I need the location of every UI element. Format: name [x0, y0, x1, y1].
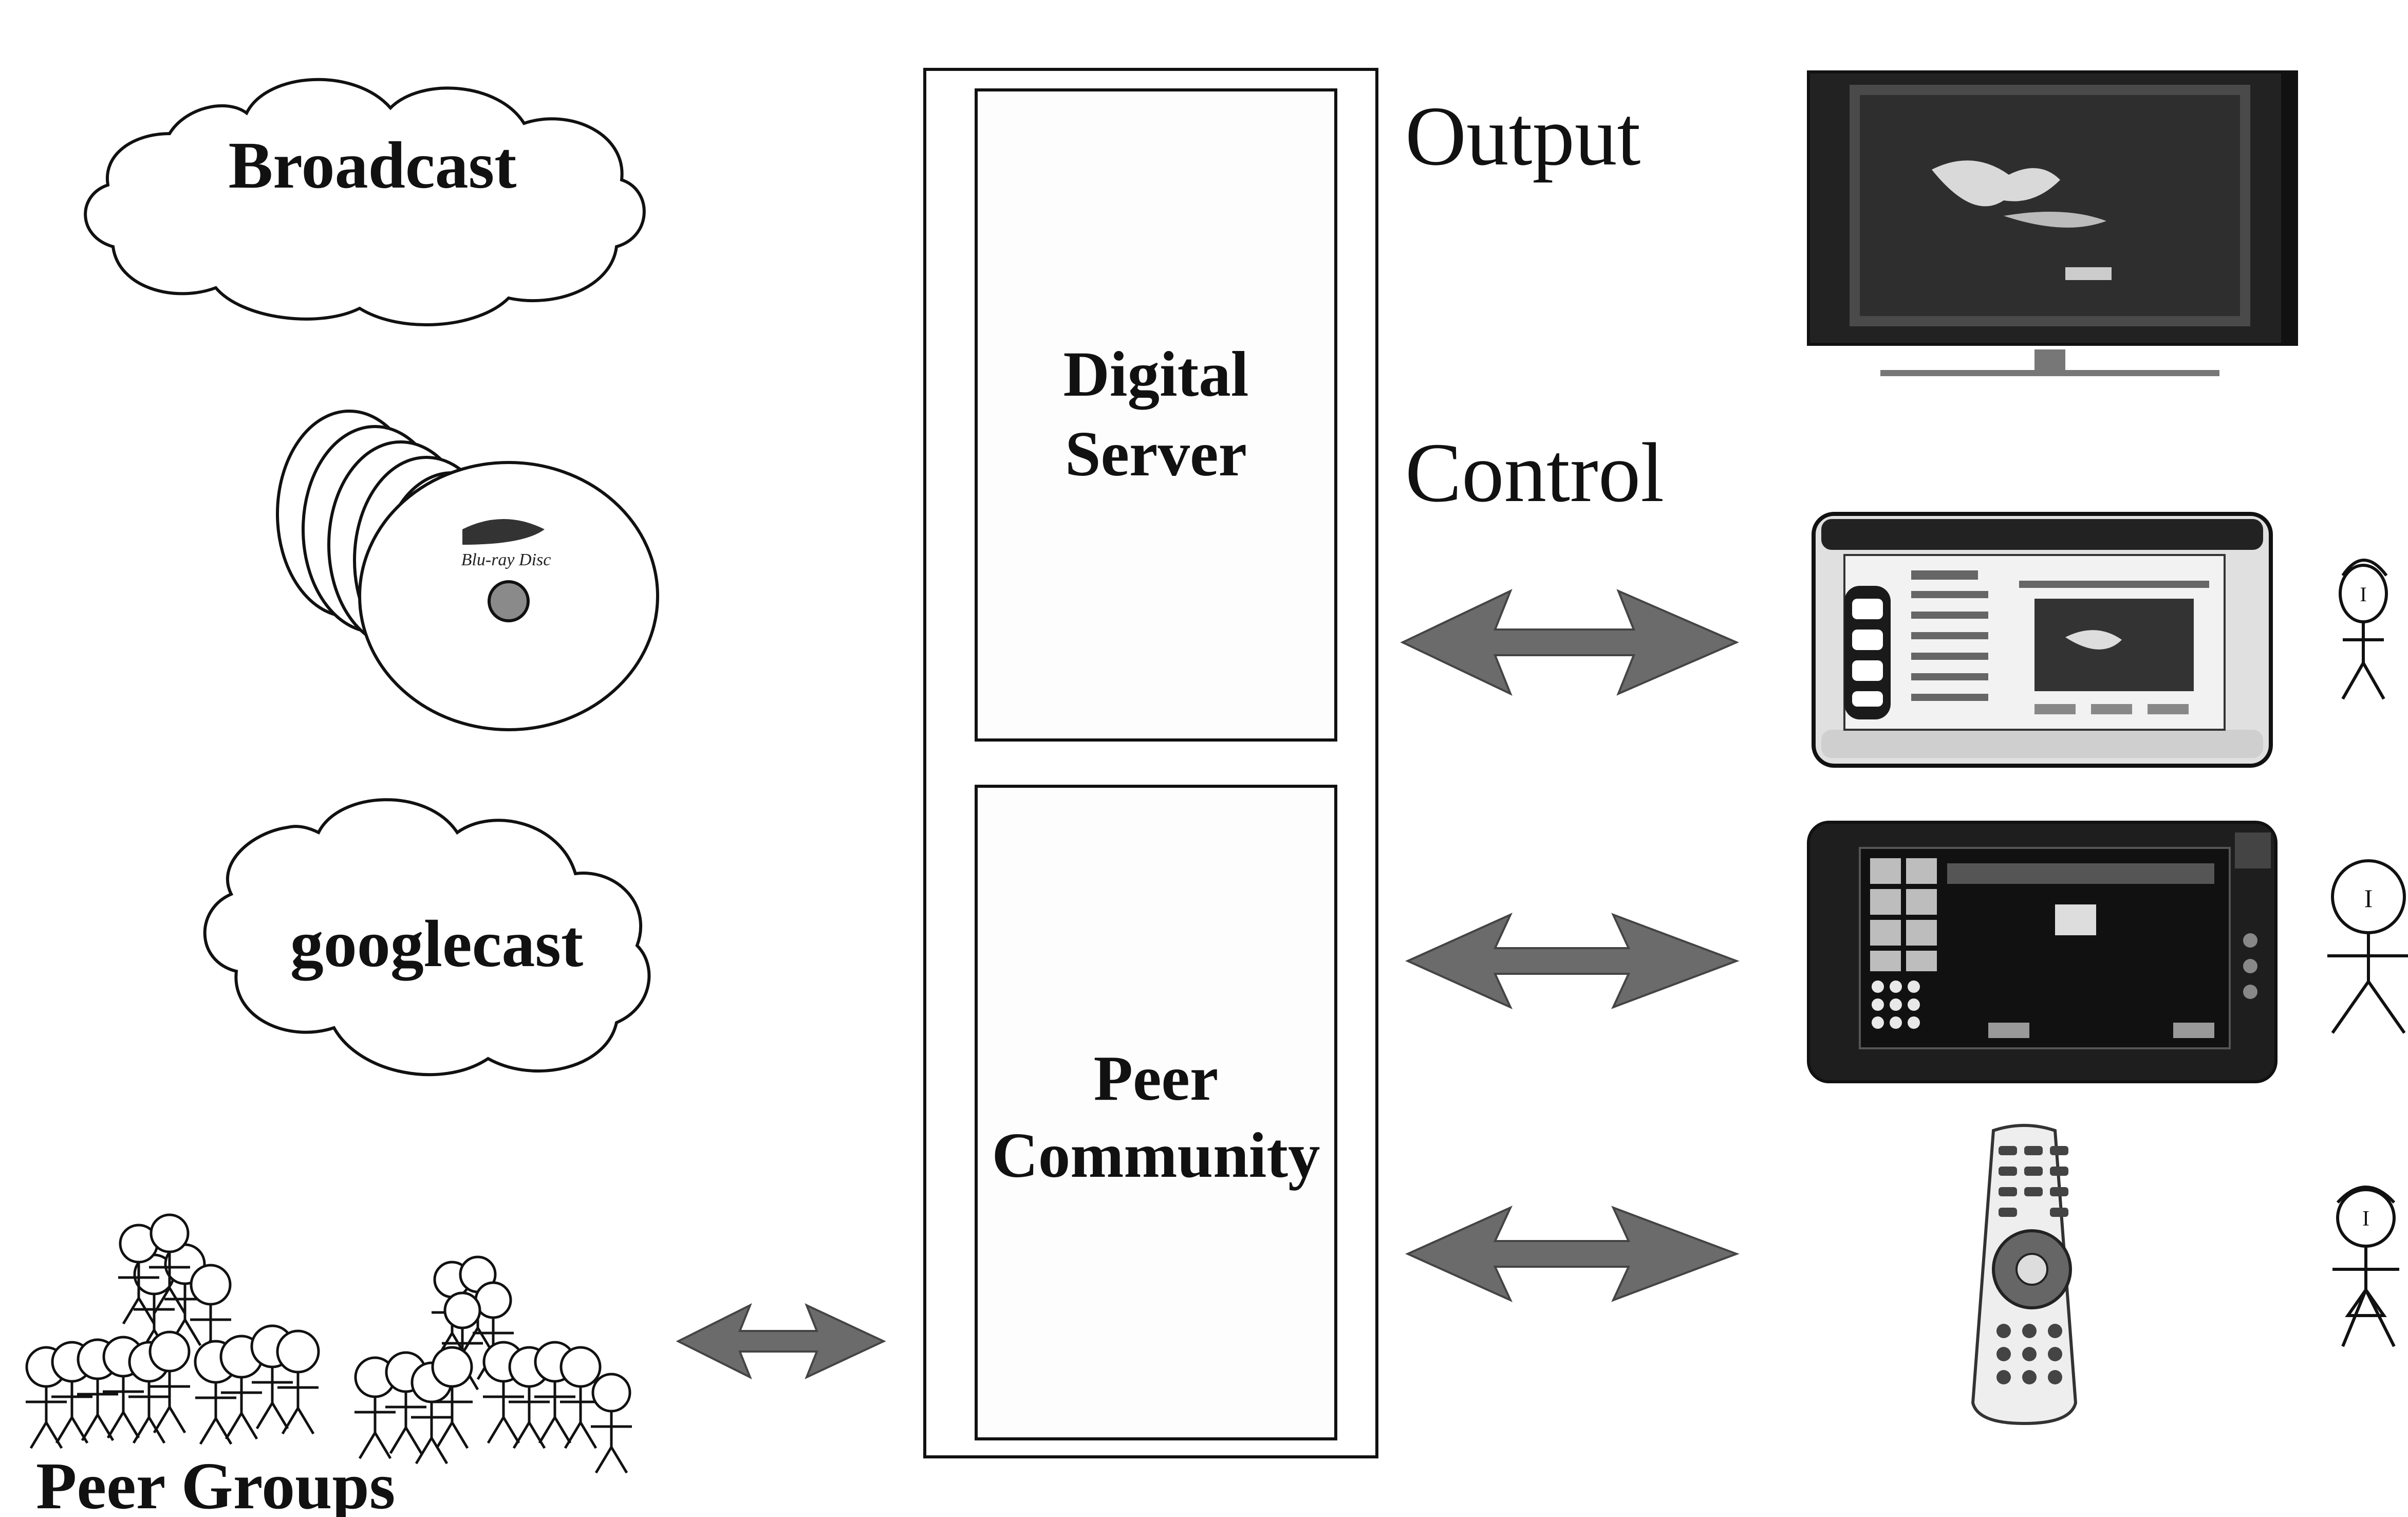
double-arrow-umpc — [1405, 912, 1740, 1010]
output-label: Output — [1405, 89, 1640, 183]
remote-control-icon — [1971, 1124, 2078, 1426]
stick-figure-icon — [276, 1329, 320, 1435]
peer-groups-crowd-icon — [25, 1213, 632, 1474]
user-figure-icon: I — [2339, 559, 2388, 700]
double-arrow-remote — [1405, 1205, 1740, 1303]
user-figure-icon: I — [2332, 1186, 2399, 1347]
googlecast-cloud: googlecast — [203, 798, 651, 1077]
svg-text:I: I — [2360, 583, 2366, 606]
umpc-controller-icon — [1807, 821, 2278, 1083]
stick-figure-icon — [591, 1373, 632, 1474]
broadcast-cloud: Broadcast — [84, 78, 646, 326]
stick-figure-icon — [354, 1356, 396, 1459]
peer-community-line1: Peer — [1094, 1043, 1219, 1114]
stick-figure-icon — [148, 1330, 191, 1434]
broadcast-label: Broadcast — [229, 128, 517, 202]
svg-text:I: I — [2362, 1207, 2369, 1231]
tablet-controller-icon — [1812, 512, 2273, 768]
stick-figure-icon — [431, 1346, 473, 1449]
bluray-disc-stack-icon: Blu-ray Disc — [276, 410, 659, 731]
television-icon — [1807, 70, 2298, 376]
stick-figure-icon — [442, 1291, 483, 1391]
digital-server-line2: Server — [1065, 419, 1247, 490]
peer-community-line2: Community — [992, 1120, 1320, 1191]
peer-groups-label: Peer Groups — [36, 1449, 395, 1517]
double-arrow-tablet — [1400, 588, 1740, 696]
peer-community-box: Peer Community — [975, 785, 1337, 1440]
googlecast-label: googlecast — [290, 907, 583, 981]
control-label: Control — [1405, 425, 1664, 520]
digital-server-box: Digital Server — [975, 88, 1337, 742]
svg-text:Blu-ray Disc: Blu-ray Disc — [461, 550, 551, 569]
double-arrow-peer-groups — [676, 1303, 886, 1380]
svg-text:I: I — [2364, 884, 2373, 913]
user-figure-icon: I — [2327, 859, 2408, 1034]
digital-server-line1: Digital — [1063, 339, 1248, 410]
stick-figure-icon — [149, 1213, 190, 1315]
stick-figure-icon — [559, 1346, 602, 1449]
